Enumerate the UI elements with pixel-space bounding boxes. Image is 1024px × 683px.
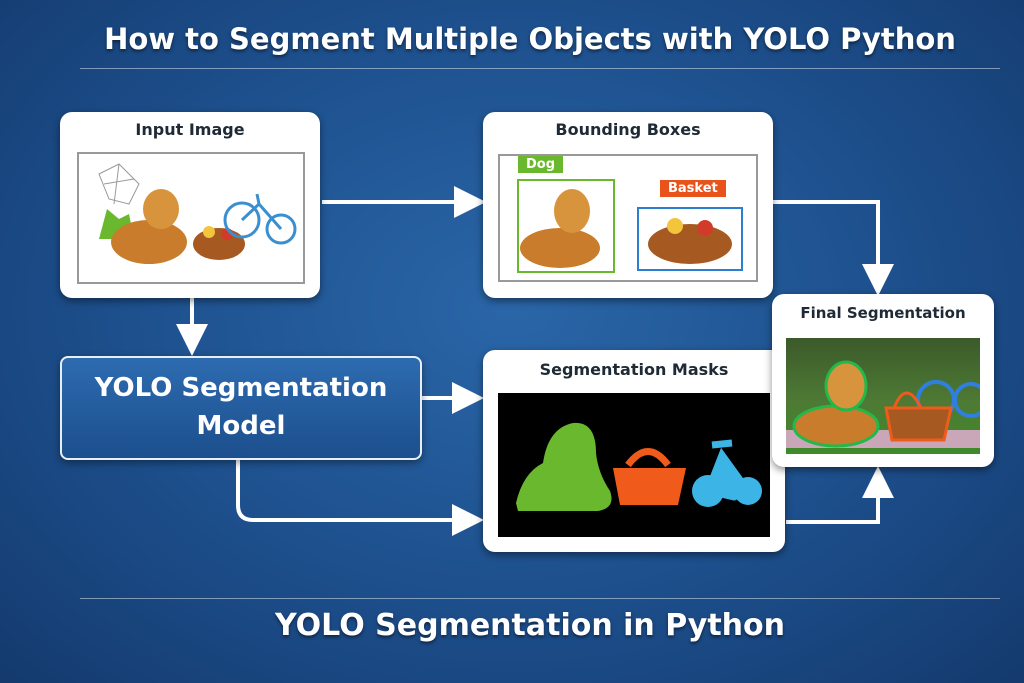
input-image (77, 152, 305, 284)
bounding-boxes-card: Bounding Boxes Dog Basket (483, 112, 773, 298)
arrow-boxes-to-final (772, 200, 894, 296)
final-segmentation-card: Final Segmentation (772, 294, 994, 467)
arrow-masks-to-final (786, 466, 894, 524)
model-line2: Model (196, 411, 286, 441)
dog-label: Dog (518, 156, 564, 173)
basket-label: Basket (660, 180, 726, 197)
bounding-boxes-image: Dog Basket (498, 154, 758, 282)
input-image-title: Input Image (135, 120, 245, 139)
yolo-model-box: YOLO Segmentation Model (60, 356, 422, 460)
top-divider (80, 68, 1000, 69)
final-segmentation-title: Final Segmentation (800, 304, 966, 322)
segmentation-masks-title: Segmentation Masks (539, 360, 729, 379)
model-line1: YOLO Segmentation (94, 373, 388, 404)
bottom-divider (80, 598, 1000, 599)
segmentation-masks-card: Segmentation Masks (483, 350, 785, 552)
input-image-card: Input Image (60, 112, 320, 298)
arrow-model-to-masks-lower (236, 458, 484, 536)
page-title: How to Segment Multiple Objects with YOL… (104, 22, 956, 56)
final-segmentation-image (786, 338, 980, 454)
segmentation-masks-image (498, 393, 770, 537)
bounding-boxes-title: Bounding Boxes (555, 120, 701, 139)
footer-title: YOLO Segmentation in Python (274, 608, 785, 643)
